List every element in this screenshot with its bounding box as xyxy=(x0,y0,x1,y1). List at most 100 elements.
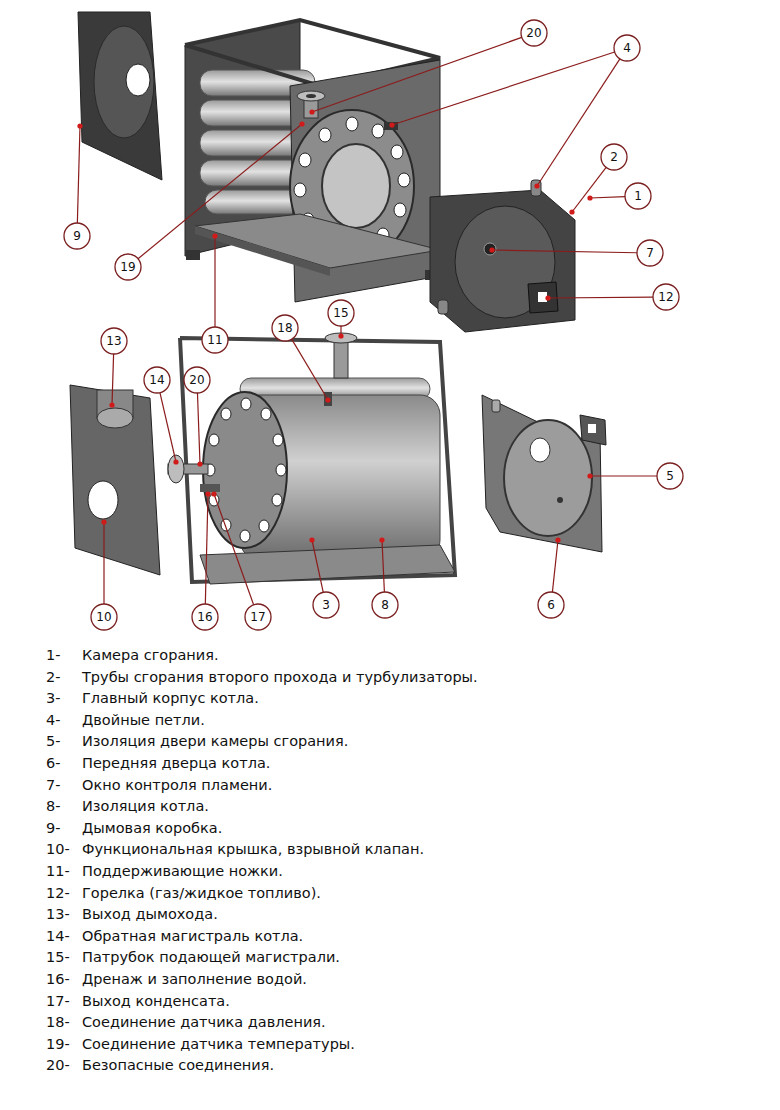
callout-circle xyxy=(372,592,398,618)
list-number: 14- xyxy=(46,927,70,945)
boiler-body-lower xyxy=(205,398,286,542)
callout-number: 5 xyxy=(666,469,674,483)
list-number: 13- xyxy=(46,905,70,923)
leader-line xyxy=(312,540,323,592)
callout-circle xyxy=(625,183,651,209)
leader-dot xyxy=(587,473,592,478)
boiler-body-lower xyxy=(200,545,455,584)
leader-dot xyxy=(205,491,210,496)
part-name: Окно контроля пламени. xyxy=(82,776,272,794)
boiler-frame-top xyxy=(185,20,440,302)
callout-number: 3 xyxy=(322,598,330,612)
list-number: 20- xyxy=(46,1056,70,1074)
callout-number: 20 xyxy=(189,373,204,387)
leader-dot xyxy=(545,295,550,300)
part-name: Передняя дверца котла. xyxy=(82,754,270,772)
boiler-frame-top xyxy=(319,128,331,142)
callout-circle xyxy=(521,20,547,46)
part-name: Функциональная крышка, взрывной клапан. xyxy=(82,840,424,858)
callout-circle xyxy=(101,328,127,354)
smoke-box-panel xyxy=(78,12,162,180)
boiler-body-lower xyxy=(259,520,269,532)
leader-dot xyxy=(212,233,217,238)
leader-dot xyxy=(534,183,539,188)
part-name: Камера сгорания. xyxy=(82,646,219,664)
boiler-body-lower xyxy=(273,434,283,446)
callout-circle xyxy=(91,604,117,630)
leader-dot xyxy=(309,537,314,542)
leader-line xyxy=(77,126,80,223)
boiler-body-lower xyxy=(240,530,250,542)
boiler-body-lower xyxy=(221,408,231,420)
leader-line xyxy=(112,354,114,405)
callout-circle xyxy=(657,463,683,489)
smoke-box-panel xyxy=(126,64,150,96)
list-number: 16- xyxy=(46,970,70,988)
leader-dot xyxy=(109,402,114,407)
list-number: 8- xyxy=(46,797,60,815)
list-number: 7- xyxy=(46,776,60,794)
front-door-lower xyxy=(492,400,500,412)
list-number: 2- xyxy=(46,668,60,686)
callout-circle xyxy=(313,592,339,618)
part-name: Выход конденсата. xyxy=(82,992,230,1010)
part-name: Поддерживающие ножки. xyxy=(82,862,283,880)
list-number: 9- xyxy=(46,819,60,837)
boiler-frame-top xyxy=(306,94,316,98)
leader-dot xyxy=(569,209,574,214)
boiler-frame-top xyxy=(398,173,410,187)
front-door-lower xyxy=(580,415,606,445)
callout-circles xyxy=(64,20,683,630)
leader-dot xyxy=(299,121,304,126)
boiler-body-lower xyxy=(241,398,251,410)
front-door-lower xyxy=(588,424,596,433)
boiler-body-lower xyxy=(334,338,348,378)
boiler-body-lower xyxy=(168,333,455,584)
front-door-lower xyxy=(557,497,563,503)
leader-dot xyxy=(211,491,216,496)
leader-lines xyxy=(77,37,657,604)
callout-number: 8 xyxy=(381,598,389,612)
list-number: 4- xyxy=(46,711,60,729)
boiler-body-lower xyxy=(180,338,455,582)
boiler-body-lower xyxy=(200,484,220,492)
front-door-top xyxy=(430,190,575,332)
boiler-frame-top xyxy=(186,250,200,260)
leader-dot xyxy=(101,519,106,524)
callout-number: 9 xyxy=(73,229,81,243)
boiler-frame-top xyxy=(297,91,325,101)
leader-dot xyxy=(197,461,202,466)
boiler-body-lower xyxy=(261,408,271,420)
part-name: Изоляция котла. xyxy=(82,797,209,815)
callout-circle xyxy=(245,604,271,630)
smoke-box-panel-lower xyxy=(70,385,160,575)
smoke-box-panel xyxy=(78,12,162,180)
part-name: Безопасные соединения. xyxy=(82,1056,274,1074)
smoke-box-panel-lower xyxy=(70,385,160,575)
leader-line xyxy=(103,522,104,604)
boiler-body-lower xyxy=(324,392,332,406)
leader-line xyxy=(392,52,615,125)
front-door-top xyxy=(484,243,496,255)
front-door-lower xyxy=(530,438,550,462)
boiler-frame-top xyxy=(372,124,384,138)
leader-line xyxy=(138,124,302,259)
list-number: 6- xyxy=(46,754,60,772)
list-number: 19- xyxy=(46,1035,70,1053)
leader-dot xyxy=(325,397,330,402)
boiler-frame-top xyxy=(299,153,311,167)
part-name: Изоляция двери камеры сгорания. xyxy=(82,732,348,750)
callout-circle xyxy=(601,144,627,170)
callout-number: 14 xyxy=(149,373,164,387)
callout-number: 11 xyxy=(207,333,222,347)
front-door-lower xyxy=(482,395,606,552)
boiler-frame-top xyxy=(294,183,306,197)
callout-circle xyxy=(192,604,218,630)
list-number: 15- xyxy=(46,948,70,966)
part-name: Патрубок подающей магистрали. xyxy=(82,948,340,966)
front-door-top xyxy=(430,180,575,332)
boiler-frame-top xyxy=(346,117,358,131)
list-number: 12- xyxy=(46,884,70,902)
callout-number: 7 xyxy=(646,246,654,260)
